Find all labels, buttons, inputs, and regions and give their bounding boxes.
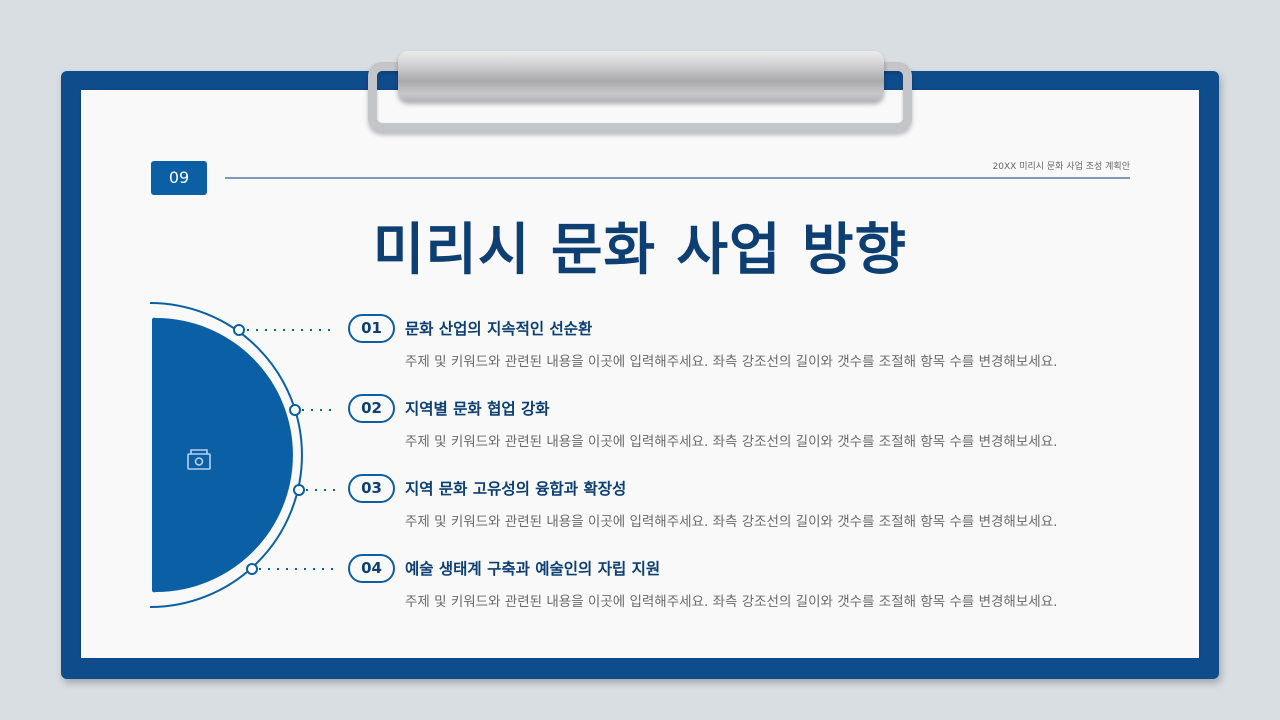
- header-subtitle: 20XX 미리시 문화 사업 조성 계획안: [992, 162, 1130, 172]
- item-number-badge: 02: [348, 394, 395, 423]
- semicircle-diagram: [150, 302, 340, 608]
- item-number-badge: 04: [348, 554, 395, 583]
- item-description: 주제 및 키워드와 관련된 내용을 이곳에 입력해주세요. 좌측 강조선의 길이…: [405, 514, 1058, 530]
- header-divider: [225, 177, 1130, 179]
- item-title: 지역별 문화 협업 강화: [405, 400, 550, 418]
- item-number-badge: 03: [348, 474, 395, 503]
- slide-paper: [81, 90, 1199, 658]
- clipboard-clip-bar: [398, 51, 884, 101]
- item-description: 주제 및 키워드와 관련된 내용을 이곳에 입력해주세요. 좌측 강조선의 길이…: [405, 354, 1058, 370]
- camera-icon: [187, 449, 211, 470]
- item-description: 주제 및 키워드와 관련된 내용을 이곳에 입력해주세요. 좌측 강조선의 길이…: [405, 594, 1058, 610]
- page-number-badge: 09: [151, 161, 207, 195]
- item-title: 예술 생태계 구축과 예술인의 자립 지원: [405, 560, 661, 578]
- page-title: 미리시 문화 사업 방향: [372, 218, 908, 283]
- item-number-badge: 01: [348, 314, 395, 343]
- item-description: 주제 및 키워드와 관련된 내용을 이곳에 입력해주세요. 좌측 강조선의 길이…: [405, 434, 1058, 450]
- item-title: 문화 산업의 지속적인 선순환: [405, 320, 593, 338]
- item-title: 지역 문화 고유성의 융합과 확장성: [405, 480, 627, 498]
